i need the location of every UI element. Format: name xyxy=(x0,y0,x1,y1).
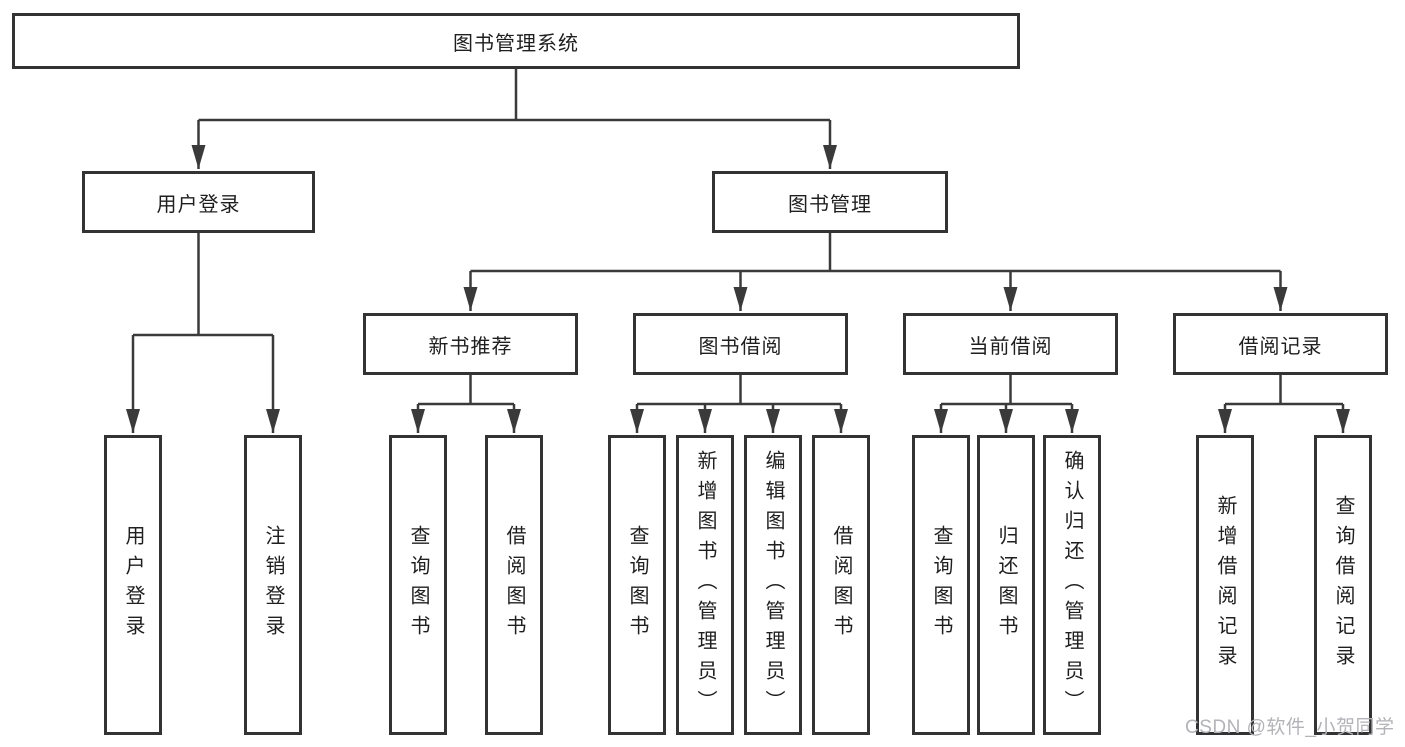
node-label: 新增借阅记录 xyxy=(1214,495,1236,675)
node-label: 图书借阅 xyxy=(698,335,783,358)
node-user-login: 用户登录 xyxy=(82,171,315,233)
node-label: 查询图书 xyxy=(626,525,648,645)
node-borrow-records: 借阅记录 xyxy=(1173,313,1388,375)
node-add-books-admin: 新增图书（管理员） xyxy=(676,435,734,735)
node-label: 查询图书 xyxy=(407,525,429,645)
node-current-borrowing: 当前借阅 xyxy=(903,313,1118,375)
node-borrow-books-recommend: 借阅图书 xyxy=(485,435,543,735)
node-label: 查询借阅记录 xyxy=(1332,495,1354,675)
node-query-books-recommend: 查询图书 xyxy=(389,435,447,735)
node-label: 编辑图书（管理员） xyxy=(762,450,784,720)
node-label: 借阅图书 xyxy=(830,525,852,645)
node-label: 图书管理 xyxy=(788,193,872,216)
node-book-management: 图书管理 xyxy=(712,171,948,233)
node-add-borrow-record: 新增借阅记录 xyxy=(1196,435,1254,735)
node-query-books-borrowing: 查询图书 xyxy=(608,435,666,735)
node-label: 确认归还（管理员） xyxy=(1061,450,1083,720)
node-label: 图书管理系统 xyxy=(453,32,579,55)
node-library-system: 图书管理系统 xyxy=(12,13,1020,69)
node-label: 用户登录 xyxy=(122,525,144,645)
node-new-book-recommendation: 新书推荐 xyxy=(363,313,578,375)
node-book-borrowing: 图书借阅 xyxy=(633,313,848,375)
node-confirm-return-admin: 确认归还（管理员） xyxy=(1043,435,1101,735)
node-label: 注销登录 xyxy=(262,525,284,645)
node-label: 用户登录 xyxy=(156,193,241,216)
node-return-books: 归还图书 xyxy=(977,435,1035,735)
node-query-books-current: 查询图书 xyxy=(912,435,970,735)
node-label: 当前借阅 xyxy=(968,335,1053,358)
node-logout: 注销登录 xyxy=(244,435,302,735)
node-label: 借阅记录 xyxy=(1238,335,1323,358)
node-query-borrow-record: 查询借阅记录 xyxy=(1314,435,1372,735)
node-user-login-leaf: 用户登录 xyxy=(104,435,162,735)
node-label: 新书推荐 xyxy=(428,335,513,358)
node-borrow-books: 借阅图书 xyxy=(812,435,870,735)
node-edit-books-admin: 编辑图书（管理员） xyxy=(744,435,802,735)
watermark: CSDN @软件_小贺同学 xyxy=(1185,717,1395,738)
node-label: 归还图书 xyxy=(995,525,1017,645)
node-label: 查询图书 xyxy=(930,525,952,645)
node-label: 新增图书（管理员） xyxy=(694,450,716,720)
node-label: 借阅图书 xyxy=(503,525,525,645)
